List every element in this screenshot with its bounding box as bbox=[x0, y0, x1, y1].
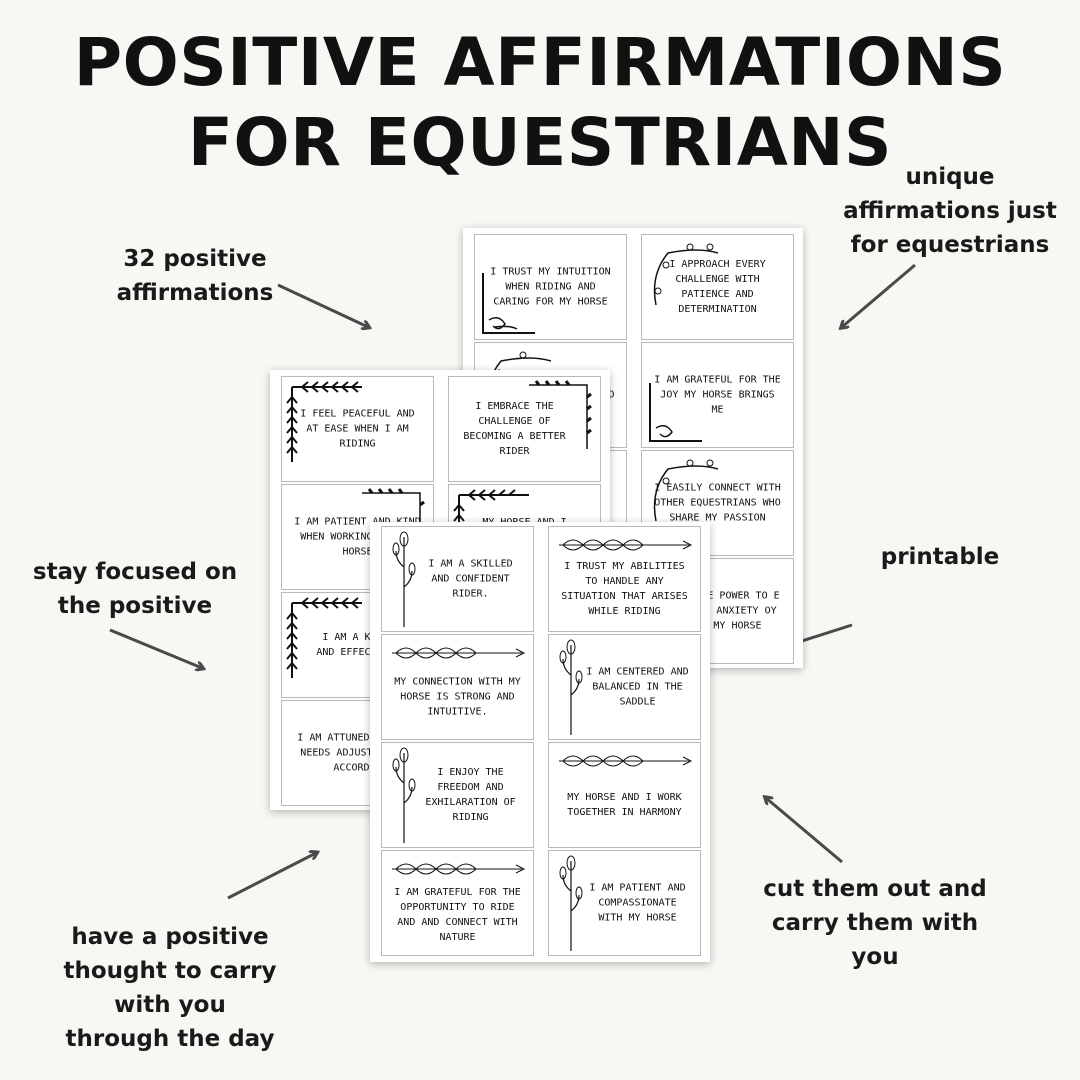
sheet-front: I am a skilled and confident rider. I tr… bbox=[370, 522, 710, 962]
affirmation-card: I trust my abilities to handle any situa… bbox=[548, 526, 701, 632]
affirmation-text: I embrace the challenge of becoming a be… bbox=[463, 401, 566, 457]
affirmation-text: the power to e my anxiety oy my horse bbox=[695, 590, 780, 632]
affirmation-text: I am a knowledg and effec trainer bbox=[316, 632, 419, 658]
vine-corner-icon bbox=[529, 380, 592, 449]
note-line: stay focused on bbox=[32, 559, 238, 585]
affirmation-text: I trust my abilities to handle any situa… bbox=[561, 561, 688, 618]
affirmation-card: I trust my intuition when riding and car… bbox=[474, 234, 627, 340]
note-unique: unique affirmations just for equestrians bbox=[840, 160, 1060, 262]
vine-icon bbox=[653, 459, 719, 522]
affirmation-text: I feel peaceful and at ease when I am ri… bbox=[300, 408, 415, 450]
page-title-line-1: POSITIVE AFFIRMATIONS bbox=[73, 24, 1007, 101]
arrow-icon bbox=[277, 283, 368, 327]
affirmation-text: I approach every challenge with patience… bbox=[669, 259, 766, 315]
note-line: affirmations just bbox=[843, 198, 1057, 224]
affirmation-text: My horse and I work together in harmony bbox=[567, 792, 682, 819]
affirmation-text: My connection with my horse is strong an… bbox=[394, 676, 521, 718]
affirmation-text: I trust my intuition when riding and car… bbox=[490, 266, 611, 308]
note-line: through the day bbox=[65, 1026, 275, 1052]
corner-scroll-icon bbox=[482, 273, 535, 334]
vine-corner-icon bbox=[362, 488, 425, 525]
note-line: affirmations bbox=[116, 280, 274, 306]
note-carry: have a positive thought to carry with yo… bbox=[40, 920, 300, 1056]
affirmation-text: I am a skilled and confident rider. bbox=[428, 558, 513, 600]
corner-scroll-icon bbox=[649, 383, 702, 442]
page-title-line-2: FOR EQUESTRIANS bbox=[187, 104, 893, 181]
affirmation-card: My connection with my horse is strong an… bbox=[381, 634, 534, 740]
affirmation-card: I enjoy the freedom and exhilaration of … bbox=[381, 742, 534, 848]
affirmation-card: I am grateful for the joy my horse bring… bbox=[641, 342, 794, 448]
flower-stem-icon bbox=[559, 639, 583, 735]
note-line: carry them with bbox=[771, 910, 979, 936]
note-focused: stay focused on the positive bbox=[20, 555, 250, 623]
affirmation-card: I am patient and compassionate with my h… bbox=[548, 850, 701, 956]
arrow-icon bbox=[766, 798, 843, 864]
note-line: 32 positive bbox=[123, 246, 267, 272]
affirmation-text: I am attuned horse's needs adjust my app… bbox=[297, 732, 418, 774]
arrow-icon bbox=[109, 628, 202, 668]
note-line: thought to carry bbox=[63, 958, 277, 984]
note-line: you bbox=[851, 944, 899, 970]
note-line: cut them out and bbox=[763, 876, 987, 902]
feather-arrow-icon bbox=[559, 755, 693, 767]
note-line: printable bbox=[880, 544, 1000, 570]
feather-arrow-icon bbox=[559, 539, 693, 551]
note-printable: printable bbox=[860, 540, 1020, 574]
affirmation-card: I am centered and balanced in the saddle bbox=[548, 634, 701, 740]
flower-stem-icon bbox=[559, 855, 583, 951]
affirmation-card: My horse and I work together in harmony bbox=[548, 742, 701, 848]
note-line: for equestrians bbox=[850, 232, 1050, 258]
affirmation-card: I embrace the challenge of becoming a be… bbox=[448, 376, 601, 482]
feather-arrow-icon bbox=[392, 863, 526, 875]
flower-stem-icon bbox=[392, 531, 416, 627]
affirmation-card: I am a skilled and confident rider. bbox=[381, 526, 534, 632]
arrow-icon bbox=[842, 263, 916, 327]
affirmation-text: I enjoy the freedom and exhilaration of … bbox=[425, 767, 516, 823]
note-line: with you bbox=[114, 992, 226, 1018]
affirmation-card: I approach every challenge with patience… bbox=[641, 234, 794, 340]
note-line: unique bbox=[905, 164, 995, 190]
arrow-icon bbox=[227, 853, 316, 900]
affirmation-text: I am patient and kind when working wit m… bbox=[294, 516, 421, 558]
affirmation-card: I am grateful for the opportunity to rid… bbox=[381, 850, 534, 956]
leaf-corner-icon bbox=[286, 381, 362, 462]
affirmation-text: I am patient and compassionate with my h… bbox=[589, 882, 686, 924]
leaf-corner-icon bbox=[286, 597, 362, 678]
affirmation-card: I feel peaceful and at ease when I am ri… bbox=[281, 376, 434, 482]
note-line: the positive bbox=[57, 593, 213, 619]
flower-stem-icon bbox=[392, 747, 416, 843]
vine-icon bbox=[653, 243, 719, 306]
note-cutout: cut them out and carry them with you bbox=[750, 872, 1000, 974]
feather-arrow-icon bbox=[392, 647, 526, 659]
affirmation-text: I am centered and balanced in the saddle bbox=[586, 666, 689, 708]
affirmation-text: I am grateful for the opportunity to rid… bbox=[394, 887, 521, 944]
note-count: 32 positive affirmations bbox=[90, 242, 300, 310]
affirmation-text: I am grateful for the joy my horse bring… bbox=[654, 374, 781, 416]
affirmation-text: I easily connect with other equestrians … bbox=[654, 482, 781, 524]
note-line: have a positive bbox=[71, 924, 269, 950]
